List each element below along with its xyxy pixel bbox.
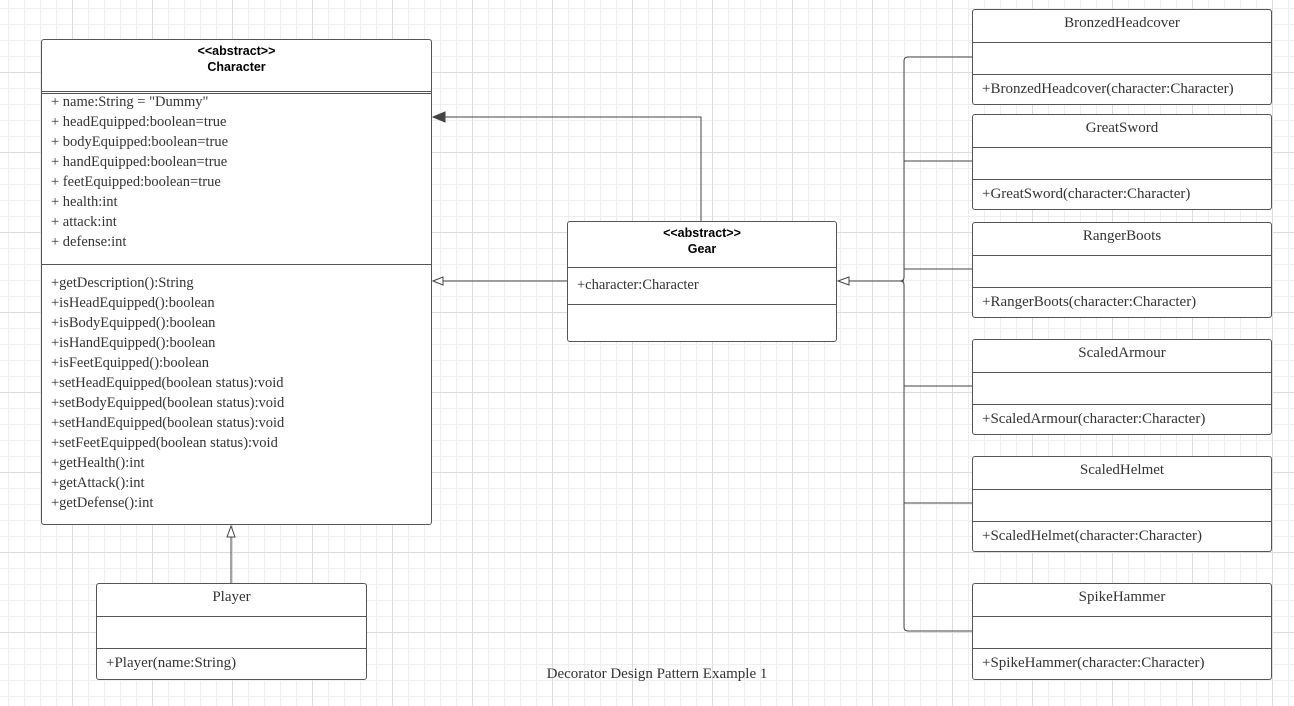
player-inheritance-arrowhead — [226, 524, 236, 538]
character-class[interactable]: <<abstract>> Character + name:String = "… — [41, 39, 432, 525]
attr-handequipped: + handEquipped:boolean=true — [51, 154, 228, 170]
player-attributes — [97, 616, 366, 648]
spikehammer-class-name: SpikeHammer — [1078, 589, 1166, 605]
scaledarmour-methods: +ScaledArmour(character:Character) — [973, 404, 1271, 428]
rangerboots-attributes — [973, 255, 1271, 287]
rangerboots-class[interactable]: RangerBoots +RangerBoots(character:Chara… — [972, 222, 1272, 318]
association-arrowhead — [431, 111, 446, 123]
bronzedheadcover-attributes — [973, 42, 1271, 74]
rangerboots-methods: +RangerBoots(character:Character) — [973, 287, 1271, 311]
gear-inheritance-arrowhead — [431, 276, 444, 286]
greatsword-methods: +GreatSword(character:Character) — [973, 179, 1271, 203]
method-setfeetequipped: +setFeetEquipped(boolean status):void — [51, 435, 278, 451]
scaledarmour-class-name: ScaledArmour — [1078, 345, 1166, 361]
player-constructor: +Player(name:String) — [106, 655, 237, 671]
method-ishandequipped: +isHandEquipped():boolean — [51, 335, 216, 351]
character-class-name: Character — [207, 60, 266, 74]
gear-class[interactable]: <<abstract>> Gear +character:Character — [567, 221, 837, 342]
scaledhelmet-constructor: +ScaledHelmet(character:Character) — [982, 528, 1202, 544]
rangerboots-class-name: RangerBoots — [1082, 228, 1162, 244]
bronzedheadcover-methods: +BronzedHeadcover(character:Character) — [973, 74, 1271, 98]
gear-methods — [568, 304, 836, 341]
spikehammer-constructor: +SpikeHammer(character:Character) — [982, 655, 1205, 671]
method-getdescription: +getDescription():String — [51, 275, 194, 291]
character-methods: +getDescription():String +isHeadEquipped… — [42, 264, 431, 513]
bronzedheadcover-class[interactable]: BronzedHeadcover +BronzedHeadcover(chara… — [972, 9, 1272, 105]
player-class-name: Player — [212, 589, 251, 605]
scaledhelmet-class-name: ScaledHelmet — [1079, 462, 1165, 478]
method-setheadequipped: +setHeadEquipped(boolean status):void — [51, 375, 284, 391]
method-getattack: +getAttack():int — [51, 475, 145, 491]
attr-feetequipped: + feetEquipped:boolean=true — [51, 174, 221, 190]
method-gethealth: +getHealth():int — [51, 455, 145, 471]
gear-items-inheritance-arrowhead — [836, 276, 850, 286]
diagram-caption: Decorator Design Pattern Example 1 — [546, 666, 768, 682]
method-getdefense: +getDefense():int — [51, 495, 154, 511]
scaledarmour-constructor: +ScaledArmour(character:Character) — [982, 411, 1206, 427]
attr-headequipped: + headEquipped:boolean=true — [51, 114, 227, 130]
attr-character: +character:Character — [577, 277, 699, 293]
spikehammer-attributes — [973, 616, 1271, 648]
gear-to-character-association — [445, 116, 702, 221]
scaledarmour-class[interactable]: ScaledArmour +ScaledArmour(character:Cha… — [972, 339, 1272, 435]
spikehammer-class[interactable]: SpikeHammer +SpikeHammer(character:Chara… — [972, 583, 1272, 680]
character-attributes — [42, 93, 431, 264]
greatsword-class[interactable]: GreatSword +GreatSword(character:Charact… — [972, 114, 1272, 210]
attr-name: + name:String = "Dummy" — [51, 94, 209, 110]
method-sethandequipped: +setHandEquipped(boolean status):void — [51, 415, 285, 431]
rangerboots-constructor: +RangerBoots(character:Character) — [982, 294, 1197, 310]
gear-class-name: Gear — [687, 242, 717, 256]
method-isbodyequipped: +isBodyEquipped():boolean — [51, 315, 216, 331]
bronzedheadcover-constructor: +BronzedHeadcover(character:Character) — [982, 81, 1234, 97]
attr-bodyequipped: + bodyEquipped:boolean=true — [51, 134, 229, 150]
player-methods: +Player(name:String) — [97, 648, 366, 672]
greatsword-constructor: +GreatSword(character:Character) — [982, 186, 1191, 202]
scaledhelmet-attributes — [973, 489, 1271, 521]
method-isfeetequipped: +isFeetEquipped():boolean — [51, 355, 209, 371]
greatsword-attributes — [973, 147, 1271, 179]
greatsword-class-name: GreatSword — [1085, 120, 1159, 136]
attr-attack: + attack:int — [51, 214, 117, 230]
method-isheadequipped: +isHeadEquipped():boolean — [51, 295, 215, 311]
attr-health: + health:int — [51, 194, 118, 210]
spikehammer-methods: +SpikeHammer(character:Character) — [973, 648, 1271, 672]
scaledarmour-attributes — [973, 372, 1271, 404]
scaledhelmet-methods: +ScaledHelmet(character:Character) — [973, 521, 1271, 545]
gear-stereotype: <<abstract>> — [663, 226, 741, 240]
scaledhelmet-class[interactable]: ScaledHelmet +ScaledHelmet(character:Cha… — [972, 456, 1272, 552]
player-class[interactable]: Player +Player(name:String) — [96, 583, 367, 680]
gear-attributes: +character:Character — [568, 267, 836, 304]
gear-items-bus — [899, 56, 972, 632]
character-attributes-list — [42, 91, 431, 92]
attr-defense: + defense:int — [51, 234, 127, 250]
method-setbodyequipped: +setBodyEquipped(boolean status):void — [51, 395, 285, 411]
bronzedheadcover-class-name: BronzedHeadcover — [1064, 15, 1180, 31]
character-stereotype: <<abstract>> — [197, 44, 276, 58]
